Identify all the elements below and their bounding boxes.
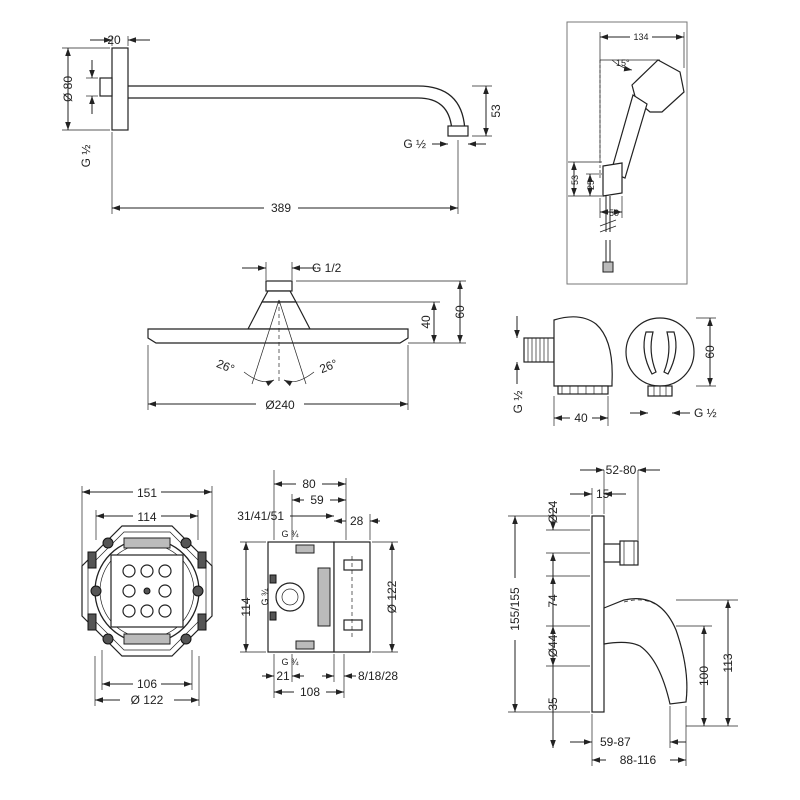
outlet-front-right-vane bbox=[663, 331, 677, 375]
mixer-side-view: 52-80 15 Ø24 155/155 74 Ø44 35 100 113 5… bbox=[508, 463, 738, 767]
hose-nut bbox=[602, 261, 614, 273]
dim-mixer-escutcheon-depth: 15 bbox=[596, 487, 610, 501]
dim-ibox-port-depth: 59 bbox=[310, 493, 324, 507]
ibox-front-view: 151 114 106 Ø 122 bbox=[81, 485, 213, 707]
dim-mixer-projection: 52-80 bbox=[606, 463, 637, 477]
head-connection-nut bbox=[265, 280, 293, 292]
arm-thread-stub bbox=[99, 77, 113, 97]
dim-outlet-thread: G ½ bbox=[511, 391, 525, 414]
dim-mixer-lever-length: 100 bbox=[697, 666, 711, 686]
dim-ibox-install-depths: 31/41/51 bbox=[237, 509, 284, 523]
outlet-front-left-vane bbox=[643, 331, 657, 375]
dim-ibox-total-depth: 108 bbox=[300, 685, 320, 699]
head-plate bbox=[147, 328, 409, 344]
dim-mixer-spindle-diameter: Ø24 bbox=[546, 500, 560, 523]
dim-ibox-ring-diameter: Ø 122 bbox=[131, 693, 164, 707]
dim-mixer-total-reach: 88-116 bbox=[620, 753, 657, 767]
ibox-bottom-thread: G ¾ bbox=[281, 657, 299, 667]
dim-holder-offset: 25 bbox=[586, 180, 596, 190]
hand-shower-view: 134 15° 53 25 50 bbox=[566, 21, 688, 285]
dim-arm-drop: 53 bbox=[489, 104, 503, 118]
outlet-body-side bbox=[553, 316, 613, 387]
dim-head-height: 60 bbox=[453, 305, 467, 319]
dim-ibox-width: 151 bbox=[137, 486, 157, 500]
mixer-escutcheon bbox=[591, 515, 605, 713]
dim-mixer-lever-height: 113 bbox=[721, 653, 735, 672]
wall-outlet-view: G ½ 40 60 G ½ bbox=[511, 316, 717, 426]
ibox-side-view: 80 59 31/41/51 28 G ¾ 114 G ¾ Ø 122 G ¾ … bbox=[237, 470, 399, 699]
ibox-side-port bbox=[275, 582, 305, 612]
outlet-front-disc bbox=[625, 317, 695, 387]
shower-arm-view: 20 Ø 80 G ½ 389 53 G ½ bbox=[61, 33, 503, 215]
dim-arm-projection: 389 bbox=[271, 201, 291, 215]
dim-mixer-lever-drop: 35 bbox=[546, 697, 560, 711]
overhead-shower-view: 26° 26° G 1/2 60 40 Ø240 bbox=[147, 261, 467, 412]
dim-ibox-cover-depth: 28 bbox=[350, 514, 364, 528]
hand-shower-frame bbox=[566, 21, 688, 285]
dim-hand-shower-width: 134 bbox=[633, 32, 648, 42]
ibox-side-thread: G ¾ bbox=[260, 588, 270, 606]
dim-holder-depth: 50 bbox=[609, 208, 619, 218]
arm-outlet-nut bbox=[447, 125, 469, 137]
dim-mixer-lever-reach: 59-87 bbox=[600, 735, 631, 749]
dim-arm-outlet-thread: G ½ bbox=[403, 137, 426, 151]
dim-ibox-cover-diameter: Ø 122 bbox=[385, 580, 399, 613]
hand-shower-holder bbox=[602, 162, 623, 197]
dim-outlet-depth: 40 bbox=[574, 411, 588, 425]
mixer-spindle bbox=[603, 543, 621, 563]
hand-shower-handle bbox=[610, 94, 648, 179]
dim-spray-angle-right: 26° bbox=[317, 356, 339, 376]
dim-spray-angle-left: 26° bbox=[214, 356, 236, 376]
dim-ibox-plaster-range: 8/18/28 bbox=[358, 669, 398, 683]
dim-head-diameter: Ø240 bbox=[265, 398, 295, 412]
arm-pipe bbox=[128, 85, 466, 136]
dim-ibox-depth: 80 bbox=[302, 477, 316, 491]
outlet-thread bbox=[523, 337, 555, 363]
mixer-diverter-knob bbox=[619, 540, 639, 566]
wall-rosette bbox=[111, 47, 129, 131]
dim-ibox-height: 114 bbox=[239, 597, 253, 616]
ibox-top-thread: G ¾ bbox=[281, 529, 299, 539]
dim-rosette-diameter: Ø 80 bbox=[61, 76, 75, 102]
dim-holder-height: 53 bbox=[570, 175, 580, 185]
dim-arm-thread: G ½ bbox=[79, 145, 93, 168]
dim-mixer-axis-distance: 74 bbox=[546, 594, 560, 608]
dim-ibox-inner-width: 106 bbox=[137, 677, 157, 691]
dim-outlet-thread-right: G ½ bbox=[694, 406, 717, 420]
dim-mixer-cartridge-diameter: Ø44 bbox=[546, 634, 560, 657]
dim-ibox-mount-width: 114 bbox=[137, 510, 156, 524]
dim-neck-height: 40 bbox=[419, 315, 433, 329]
dim-hand-shower-angle: 15° bbox=[616, 58, 630, 68]
mixer-lever bbox=[603, 598, 688, 705]
dim-mixer-escutcheon-height: 155/155 bbox=[508, 587, 522, 631]
dim-outlet-height: 60 bbox=[703, 345, 717, 359]
dim-head-thread: G 1/2 bbox=[312, 261, 342, 275]
dim-rosette-depth: 20 bbox=[107, 33, 121, 47]
dim-ibox-bottom-offset: 21 bbox=[276, 669, 290, 683]
outlet-connector bbox=[557, 385, 609, 395]
